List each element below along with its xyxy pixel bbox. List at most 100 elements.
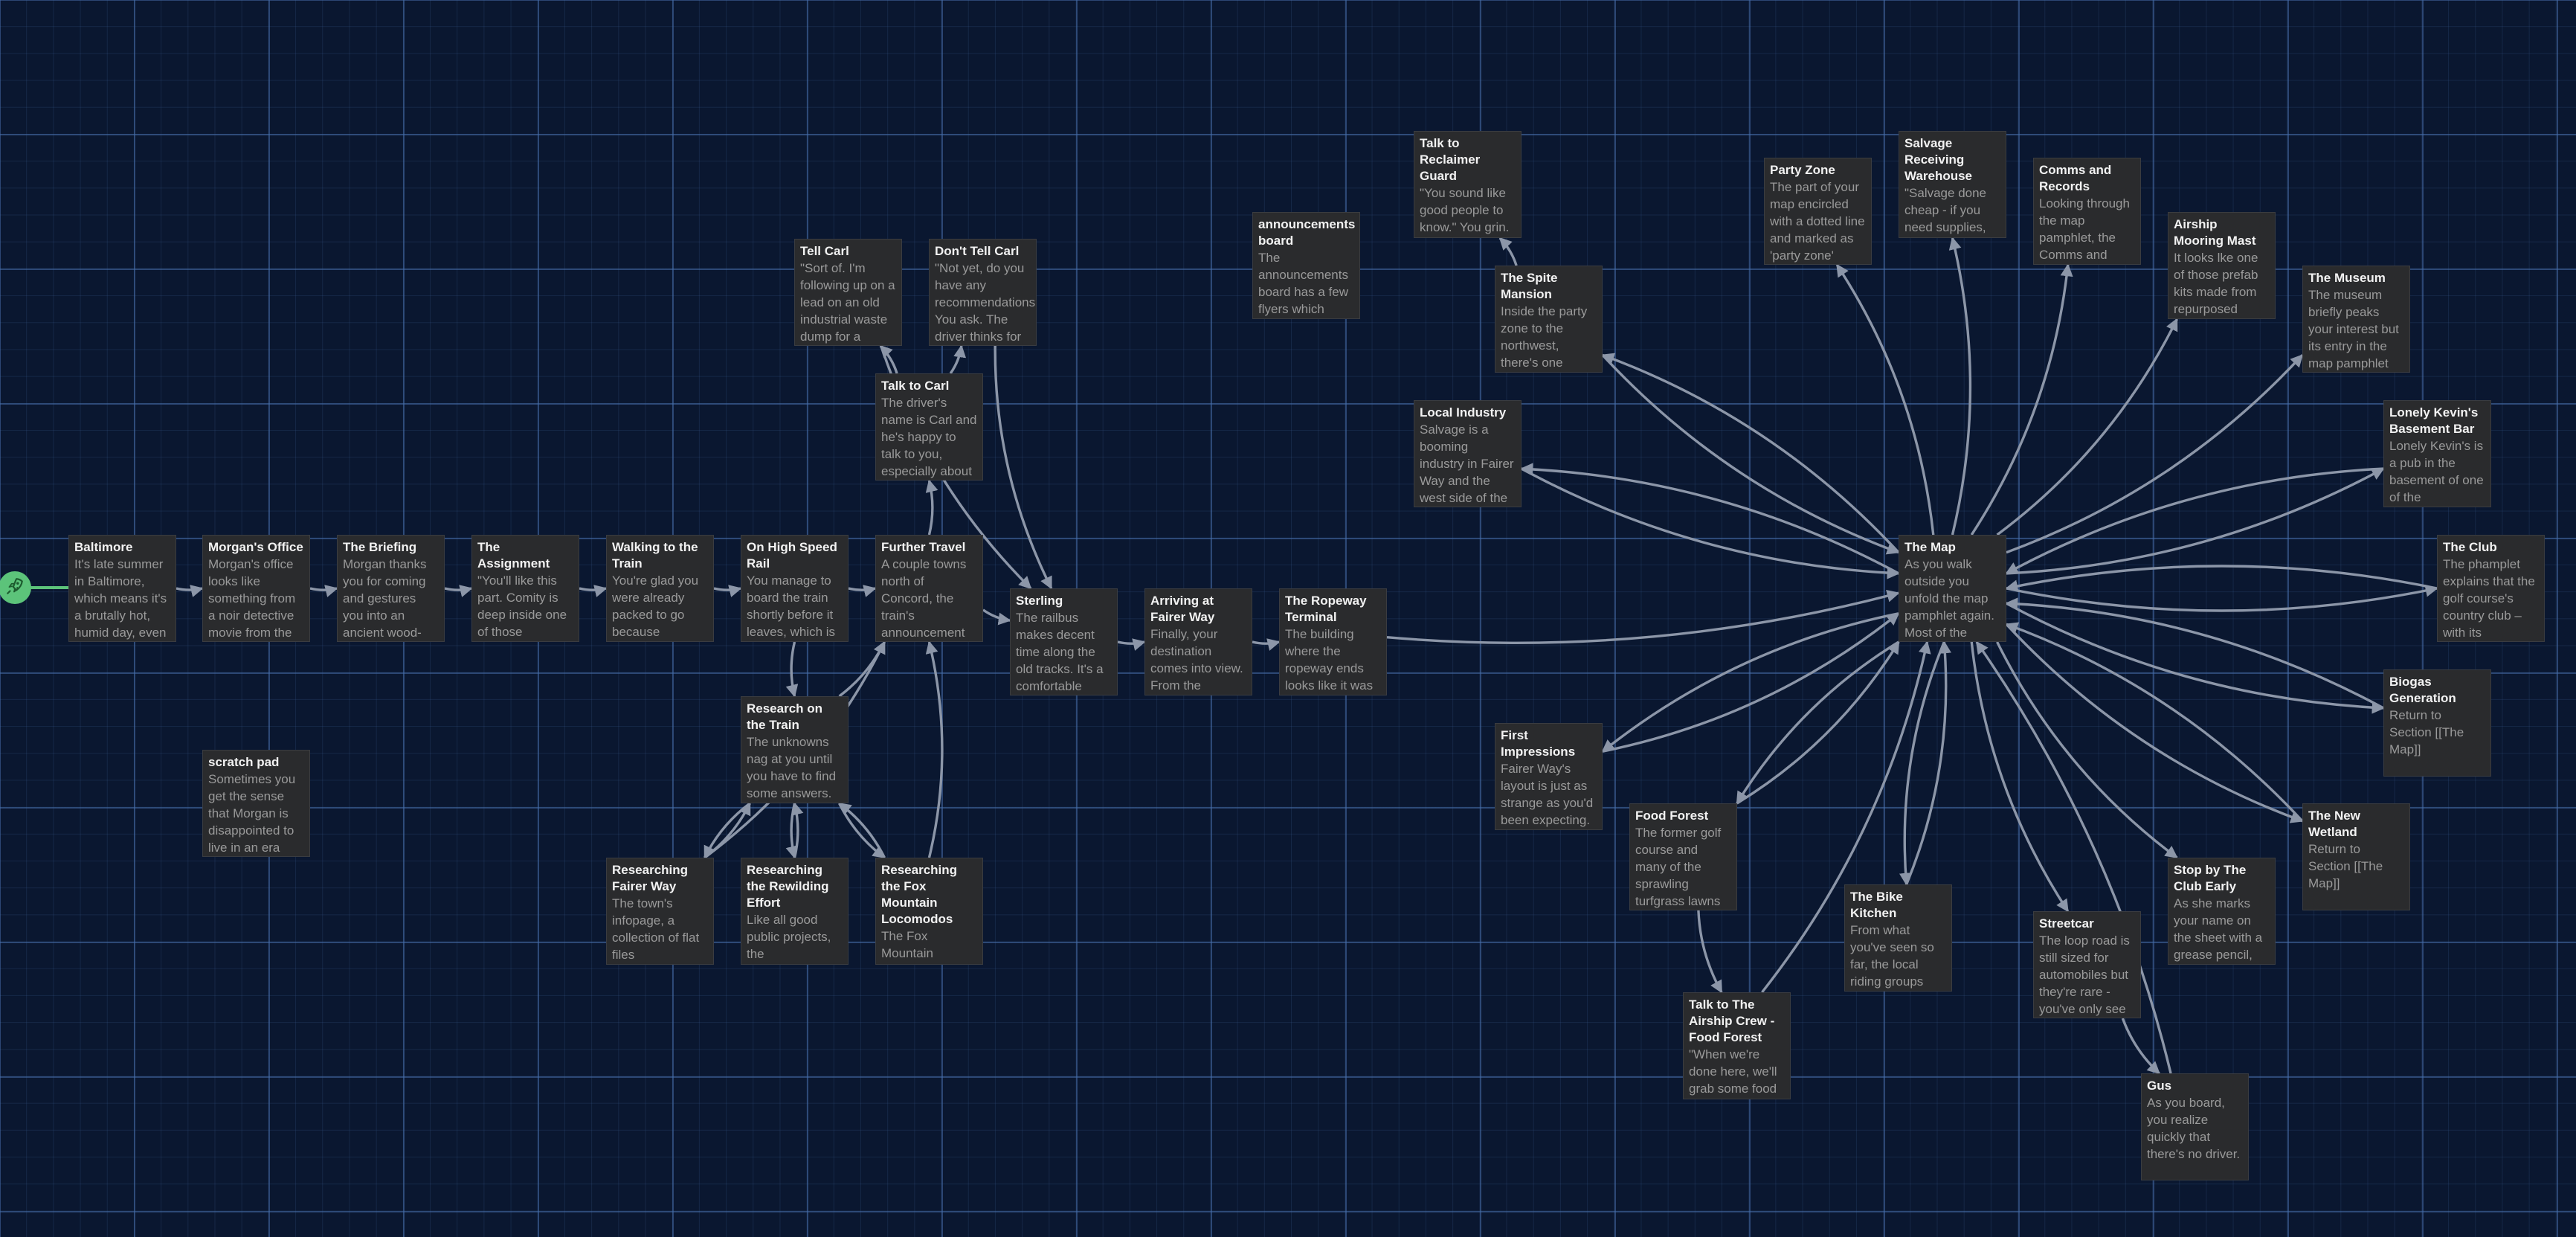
passage-title: The Assignment — [477, 540, 550, 571]
link-arrow-on-high-speed-rail-to-further-travel — [848, 585, 877, 597]
link-arrow-gus-to-the-map — [1975, 640, 2172, 1074]
passage-excerpt: As you walk outside you unfold the map p… — [1904, 557, 1994, 640]
link-arrow-the-map-to-local-industry — [1520, 463, 1899, 575]
link-arrow-the-briefing-to-the-assignment — [444, 585, 473, 597]
link-arrow-the-map-to-the-new-wetland — [2005, 623, 2304, 823]
passage-title: Lonely Kevin's Basement Bar — [2389, 405, 2479, 436]
start-passage-marker[interactable] — [0, 571, 31, 604]
link-arrow-on-high-speed-rail-to-research-on-the-train — [785, 641, 799, 698]
passage-card-the-assignment[interactable]: The Assignment"You'll like this part. Co… — [471, 535, 579, 642]
passage-excerpt: Morgan thanks you for coming and gesture… — [343, 557, 427, 640]
passage-card-dont-tell-carl[interactable]: Don't Tell Carl"Not yet, do you have any… — [929, 239, 1037, 346]
link-arrow-baltimore-to-morgans-office — [176, 585, 204, 597]
passage-title: The Museum — [2308, 271, 2386, 285]
passage-excerpt: "When we're done here, we'll grab some f… — [1689, 1047, 1777, 1096]
passage-excerpt: Lonely Kevin's is a pub in the basement … — [2389, 439, 2484, 504]
link-arrow-dont-tell-carl-to-sterling — [994, 345, 1053, 590]
passage-excerpt: From what you've seen so far, the local … — [1850, 923, 1934, 989]
passage-excerpt: Return to Section [[The Map]] — [2308, 842, 2383, 890]
link-arrow-arriving-at-fairer-way-to-the-ropeway-terminal — [1252, 638, 1281, 651]
passage-card-talk-to-reclaimer-guard[interactable]: Talk to Reclaimer Guard"You sound like g… — [1414, 131, 1522, 238]
passage-excerpt: As she marks your name on the sheet with… — [2174, 896, 2263, 962]
passage-excerpt: Inside the party zone to the northwest, … — [1501, 304, 1588, 370]
passage-title: Baltimore — [74, 540, 133, 554]
link-arrow-the-map-to-lonely-kevins-basement-bar — [2006, 467, 2385, 575]
link-arrow-further-travel-to-talk-to-carl — [925, 479, 938, 536]
link-arrow-the-map-to-stop-by-the-club-early — [1996, 641, 2178, 859]
passage-excerpt: Salvage is a booming industry in Fairer … — [1420, 422, 1514, 505]
passage-excerpt: The unknowns nag at you until you have t… — [747, 735, 837, 800]
passage-card-salvage-receiving-warehouse[interactable]: Salvage Receiving Warehouse"Salvage done… — [1899, 131, 2006, 238]
passage-title: Salvage Receiving Warehouse — [1904, 136, 1973, 183]
passage-excerpt: The railbus makes decent time along the … — [1016, 611, 1104, 693]
link-arrow-researching-the-fox-mountain-locomodos-to-research-on-the-train — [838, 802, 886, 858]
link-arrow-walking-to-the-train-to-on-high-speed-rail — [713, 585, 742, 597]
passage-title: Arriving at Fairer Way — [1150, 594, 1215, 624]
passage-card-talk-to-the-airship-crew-food-forest[interactable]: Talk to The Airship Crew - Food Forest"W… — [1683, 992, 1791, 1099]
passage-title: Researching the Fox Mountain Locomodos — [881, 863, 958, 926]
passage-excerpt: The museum briefly peaks your interest b… — [2308, 288, 2399, 370]
link-arrow-the-map-to-the-bike-kitchen — [1899, 641, 1945, 886]
passage-card-tell-carl[interactable]: Tell Carl"Sort of. I'm following up on a… — [794, 239, 902, 346]
passage-title: Further Travel — [881, 540, 966, 554]
link-arrow-research-on-the-train-to-further-travel — [838, 640, 886, 698]
passage-title: Tell Carl — [800, 244, 849, 258]
link-arrow-lonely-kevins-basement-bar-to-the-map — [2005, 467, 2384, 575]
passage-card-the-map[interactable]: The Map As you walk outside you unfold th… — [1899, 535, 2006, 642]
link-arrow-the-map-to-the-spite-mansion — [1601, 353, 1900, 553]
passage-title: Talk to Reclaimer Guard — [1420, 136, 1481, 183]
passage-title: The Ropeway Terminal — [1285, 594, 1367, 624]
link-arrow-food-forest-to-talk-to-the-airship-crew-food-forest — [1697, 910, 1723, 994]
passage-title: Food Forest — [1635, 809, 1709, 823]
link-arrow-the-new-wetland-to-the-map — [2005, 622, 2304, 822]
passage-excerpt: "Not yet, do you have any recommendation… — [935, 261, 1037, 344]
passage-excerpt: The Fox Mountain Locomodos' — [881, 929, 949, 964]
passage-excerpt: The phamplet explains that the golf cour… — [2443, 557, 2535, 640]
passage-excerpt: "You'll like this part. Comity is deep i… — [477, 573, 567, 639]
passage-title: The Map — [1904, 540, 1956, 554]
link-arrow-the-spite-mansion-to-the-map — [1601, 354, 1900, 555]
link-arrow-food-forest-to-the-map — [1736, 640, 1900, 805]
passage-title: Research on the Train — [747, 701, 823, 732]
passage-title: On High Speed Rail — [747, 540, 837, 571]
link-arrow-sterling-to-arriving-at-fairer-way — [1117, 638, 1146, 651]
passage-excerpt: The part of your map encircled with a do… — [1770, 180, 1865, 263]
link-arrow-the-club-to-the-map — [2005, 565, 2438, 593]
passage-excerpt: Return to Section [[The Map]] — [2389, 708, 2464, 756]
link-arrow-the-map-to-airship-mooring-mast — [1996, 318, 2178, 536]
link-arrow-researching-the-fox-mountain-locomodos-to-further-travel — [925, 640, 944, 858]
link-arrow-the-map-to-the-club — [2006, 584, 2438, 612]
